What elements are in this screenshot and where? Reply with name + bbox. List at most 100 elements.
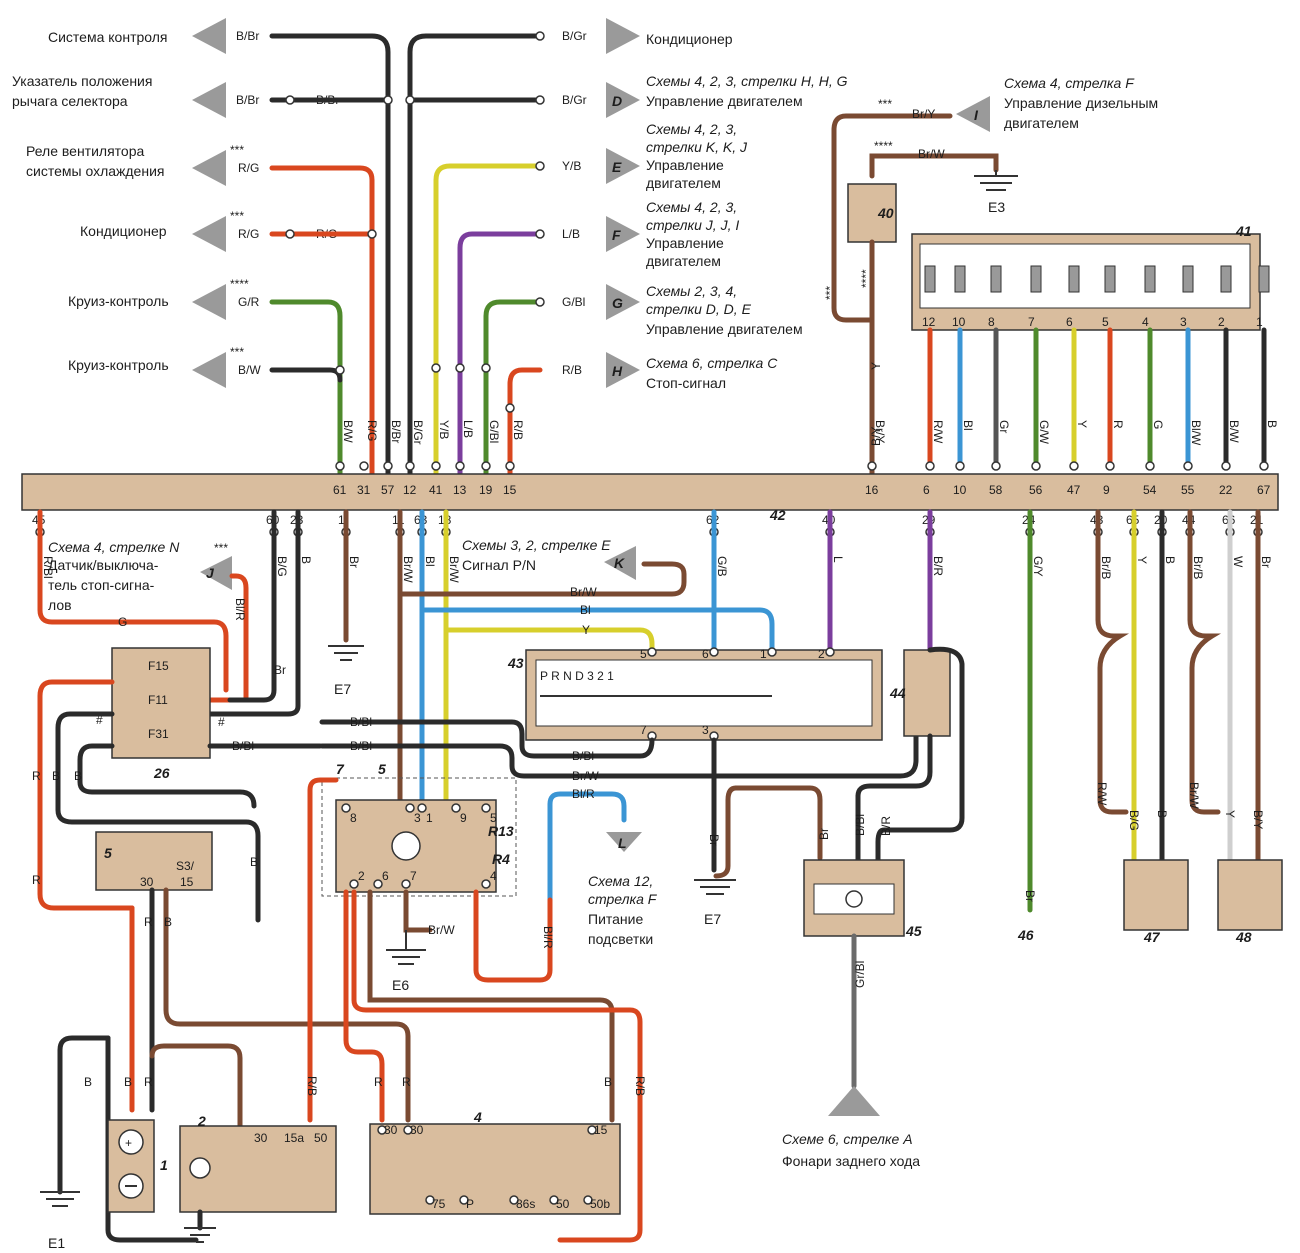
letter-H: H bbox=[612, 363, 623, 379]
label-H-1: Схема 6, стрелка C bbox=[646, 355, 778, 371]
letter-L: L bbox=[618, 835, 627, 851]
top-pin-number: 19 bbox=[479, 483, 493, 497]
label-selector-2: рычага селектора bbox=[12, 93, 128, 109]
bottom-pin-wire: B bbox=[1163, 556, 1177, 564]
label-I-2: Управление дизельным bbox=[1004, 95, 1158, 111]
b43-gear: P R N D 3 2 1 bbox=[540, 669, 614, 683]
ground-starter bbox=[184, 1227, 216, 1243]
label-I-1: Схема 4, стрелка F bbox=[1004, 75, 1135, 91]
ground-label-E6: E6 bbox=[392, 977, 409, 993]
transistor-icon bbox=[391, 831, 421, 861]
top-pin-number: 10 bbox=[953, 483, 967, 497]
block-1-label: 1 bbox=[160, 1157, 168, 1173]
label-G-1: Схемы 2, 3, 4, bbox=[646, 283, 737, 299]
b41-pin-number: 10 bbox=[952, 315, 966, 329]
pin-dot bbox=[1105, 461, 1115, 471]
pin-dot bbox=[991, 461, 1001, 471]
ground-E7-left bbox=[328, 645, 364, 661]
top-pin-number: 13 bbox=[453, 483, 467, 497]
bottom-pin-wire: B bbox=[299, 556, 313, 564]
fuse-block-26 bbox=[111, 647, 211, 759]
bottom-pin-wire: Br/W bbox=[401, 556, 415, 583]
block-5 bbox=[95, 831, 213, 891]
label-D-1: Схемы 4, 2, 3, стрелки H, H, G bbox=[646, 73, 848, 89]
label-E-4: двигателем bbox=[646, 175, 721, 191]
relay-pin-number: 6 bbox=[382, 869, 389, 883]
wire-label: B/Br bbox=[236, 29, 259, 43]
relay-pin-number: 5 bbox=[490, 811, 497, 825]
wire-label: R bbox=[144, 915, 153, 929]
mark-hash: # bbox=[218, 715, 225, 729]
top-pin-wire: B bbox=[1265, 420, 1279, 428]
wire-label: Br bbox=[274, 663, 286, 677]
wire-label: Br/W bbox=[428, 923, 455, 937]
block-43-label: 43 bbox=[507, 655, 524, 671]
bottom-pin-wire: Br bbox=[1259, 556, 1273, 568]
letter-E: E bbox=[612, 159, 622, 175]
pin-dot bbox=[1069, 461, 1079, 471]
resistor-icon bbox=[1258, 265, 1270, 293]
label-fan-relay-2: системы охлаждения bbox=[26, 163, 164, 179]
wire-label: B/Bl bbox=[572, 749, 594, 763]
top-pin-wire: R/W bbox=[931, 420, 945, 444]
top-pin-number: 15 bbox=[503, 483, 517, 497]
wire-label: G/Bl bbox=[562, 295, 585, 309]
relay-module bbox=[321, 777, 517, 897]
top-pin-number: 56 bbox=[1029, 483, 1043, 497]
b4-pin-number: 30 bbox=[384, 1123, 398, 1137]
resistor-icon bbox=[1220, 265, 1232, 293]
pin-dot bbox=[451, 803, 461, 813]
top-pin-number: 67 bbox=[1257, 483, 1271, 497]
b4-pin-number: 75 bbox=[432, 1197, 446, 1211]
wire-label: R bbox=[144, 1075, 153, 1089]
resistor-icon bbox=[1182, 265, 1194, 293]
mark-three: *** bbox=[230, 345, 244, 359]
wire-label: Br/W bbox=[570, 585, 597, 599]
letter-G: G bbox=[612, 295, 623, 311]
note-sensor-3: лов bbox=[48, 597, 72, 613]
top-pin-wire: G/Bl bbox=[487, 420, 501, 443]
relay-pin-number: 8 bbox=[350, 811, 357, 825]
pin-dot bbox=[401, 879, 411, 889]
bottom-pin-wire: Br/W bbox=[447, 556, 461, 583]
pin-dot bbox=[481, 461, 491, 471]
wire-label: R/B bbox=[633, 1076, 647, 1096]
top-pin-wire: Bl bbox=[961, 420, 975, 431]
bottom-pin-wire: G/B bbox=[715, 556, 729, 577]
relay-pin-number: 7 bbox=[410, 869, 417, 883]
pin-dot bbox=[405, 803, 415, 813]
b2-pin-30: 30 bbox=[254, 1131, 268, 1145]
pin-dot bbox=[867, 461, 877, 471]
mark-four: **** bbox=[230, 277, 249, 291]
wire-label: R bbox=[32, 769, 41, 783]
top-pin-number: 41 bbox=[429, 483, 443, 497]
resistor-icon bbox=[1030, 265, 1042, 293]
top-pin-number: 58 bbox=[989, 483, 1003, 497]
wire-label: B/Y bbox=[869, 427, 883, 446]
pin-dot bbox=[481, 879, 491, 889]
mark-three: *** bbox=[823, 286, 837, 300]
wire-label: Y bbox=[1223, 810, 1237, 818]
bottom-pin-wire: Br/B bbox=[1191, 556, 1205, 579]
pin-dot bbox=[1221, 461, 1231, 471]
pin-dot bbox=[505, 461, 515, 471]
ground-label-E7: E7 bbox=[334, 681, 351, 697]
wire-label: Br/Y bbox=[912, 107, 935, 121]
note-A-1: Схеме 6, стрелке A bbox=[782, 1131, 913, 1147]
note-L-4: подсветки bbox=[588, 931, 653, 947]
label-H-2: Стоп-сигнал bbox=[646, 375, 726, 391]
label-G-2: стрелки D, D, E bbox=[646, 301, 752, 317]
bottom-pin-wire: W bbox=[1231, 556, 1245, 568]
b4-pin-number: 50b bbox=[590, 1197, 610, 1211]
label-E-1: Схемы 4, 2, 3, bbox=[646, 121, 737, 137]
label-ac-right: Кондиционер bbox=[646, 31, 733, 47]
note-scheme4-N: Схема 4, стрелке N bbox=[48, 539, 180, 555]
wire-label: Y bbox=[869, 362, 883, 370]
wire-label: B/Bl bbox=[853, 814, 867, 836]
ground-E1 bbox=[40, 1191, 80, 1207]
bottom-pin-wire: Br/B bbox=[1099, 556, 1113, 579]
b2-pin-50: 50 bbox=[314, 1131, 328, 1145]
b41-pin-number: 3 bbox=[1180, 315, 1187, 329]
pin-dot bbox=[925, 461, 935, 471]
